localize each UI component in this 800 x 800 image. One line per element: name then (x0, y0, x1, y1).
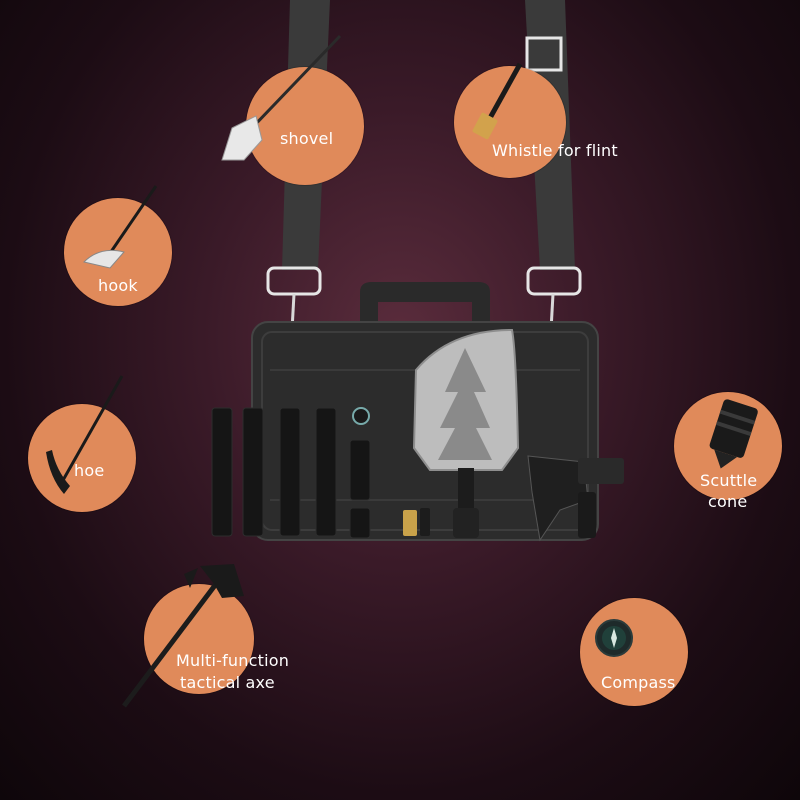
axe-label-line1: Multi-function (176, 651, 290, 670)
hook-label: hook (98, 276, 138, 295)
hoe-badge (28, 404, 136, 512)
shovel-label: shovel (280, 129, 334, 148)
compass-badge (580, 598, 688, 706)
compass-label: Compass (601, 673, 676, 692)
shovel-badge (246, 67, 364, 185)
axe-badge (144, 584, 254, 694)
hoe-label: hoe (74, 461, 105, 480)
scuttle-cone-label-line1: Scuttle (700, 471, 758, 490)
axe-label-line2: tactical axe (180, 673, 275, 692)
whistle-label: Whistle for flint (492, 141, 618, 160)
scuttle-cone-label-line2: cone (708, 492, 748, 511)
